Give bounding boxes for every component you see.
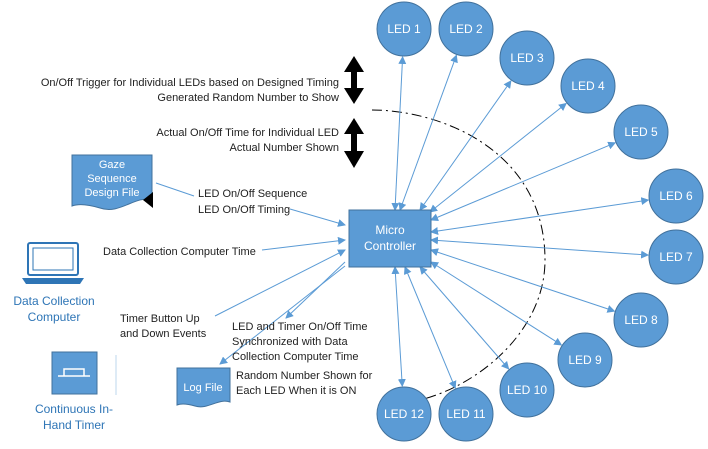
led-node: LED 10 [499, 362, 555, 418]
led-label: LED 5 [624, 125, 658, 139]
led-node: LED 5 [613, 104, 669, 160]
design-file-document: Gaze Sequence Design File [71, 154, 153, 210]
led-label: LED 8 [624, 313, 658, 327]
led-label: LED 1 [387, 22, 421, 36]
led-connector-arrow [419, 266, 510, 370]
led-circle [499, 30, 555, 86]
led-connector-arrow [419, 80, 512, 211]
computer-label-1: Data Collection [13, 294, 94, 308]
sequence-arrow [289, 208, 346, 227]
design-file-line2: Sequence [87, 173, 137, 185]
led-circle [438, 1, 494, 57]
led-connector-arrow [391, 55, 407, 211]
computer-icon [22, 242, 84, 284]
led-circle [557, 332, 613, 388]
led-connector-arrow [429, 102, 567, 213]
actual-label-2: Actual Number Shown [230, 142, 339, 154]
led-label: LED 6 [659, 189, 693, 203]
computer-time-label: Data Collection Computer Time [103, 246, 256, 258]
connector-arrows [155, 54, 650, 390]
led-node: LED 4 [560, 58, 616, 114]
sync-label-2: Synchronized with Data [232, 336, 348, 348]
led-label: LED 9 [568, 353, 602, 367]
led-circle [376, 1, 432, 57]
led-label: LED 3 [510, 51, 544, 65]
timer-events-arrow [214, 249, 346, 317]
led-node: LED 6 [648, 168, 704, 224]
led-connector-arrow [430, 248, 616, 313]
led-node: LED 12 [376, 386, 432, 442]
led-circle [560, 58, 616, 114]
micro-controller-box: Micro Controller [348, 209, 432, 268]
sequence-label-1: LED On/Off Sequence [198, 188, 307, 200]
timer-label-2: Hand Timer [43, 418, 105, 432]
design-file-line3: Design File [84, 187, 139, 199]
led-label: LED 4 [571, 79, 605, 93]
led-circle [648, 168, 704, 224]
led-node: LED 1 [376, 1, 432, 57]
random-label-2: Each LED When it is ON [236, 385, 356, 397]
led-node: LED 9 [557, 332, 613, 388]
led-connector-arrow [430, 261, 563, 346]
led-label: LED 12 [384, 407, 424, 421]
led-node: LED 3 [499, 30, 555, 86]
sync-label-1: LED and Timer On/Off Time [232, 321, 368, 333]
led-label: LED 10 [507, 383, 547, 397]
led-node: LED 2 [438, 1, 494, 57]
timer-events-label-2: and Down Events [120, 328, 207, 340]
led-circle [648, 229, 704, 285]
led-connector-arrow [430, 236, 650, 259]
led-circle [499, 362, 555, 418]
led-connector-arrow [398, 54, 458, 211]
led-node: LED 11 [438, 386, 494, 442]
led-connector-arrow [391, 266, 406, 388]
double-arrow-icon [344, 118, 364, 168]
led-nodes: LED 1 LED 2 LED 3 LED 4 LED 5 LED 6 LED 7 LED 8… [376, 1, 704, 442]
double-arrow-icon [344, 56, 364, 104]
sync-label-3: Collection Computer Time [232, 351, 359, 363]
led-connector-arrow [403, 266, 457, 390]
led-circle [613, 104, 669, 160]
computer-time-arrow [261, 236, 346, 251]
actual-label-1: Actual On/Off Time for Individual LED [156, 127, 339, 139]
led-connector-arrow [430, 197, 650, 235]
computer-label-2: Computer [28, 310, 81, 324]
log-file-arrow [219, 265, 346, 365]
timer-label-1: Continuous In- [35, 402, 113, 416]
random-label-1: Random Number Shown for [236, 370, 373, 382]
sequence-label-2: LED On/Off Timing [198, 204, 290, 216]
led-circle [613, 292, 669, 348]
controller-line1: Micro [375, 223, 405, 237]
led-node: LED 8 [613, 292, 669, 348]
led-label: LED 7 [659, 250, 693, 264]
controller-line2: Controller [364, 239, 416, 253]
log-file-label: Log File [183, 382, 222, 394]
trigger-label-1: On/Off Trigger for Individual LEDs based… [41, 77, 339, 89]
trigger-label-2: Generated Random Number to Show [157, 92, 339, 104]
led-label: LED 2 [449, 22, 483, 36]
led-label: LED 11 [446, 407, 485, 421]
sync-arrow [285, 261, 346, 319]
timer-icon [51, 351, 117, 395]
led-circle [376, 386, 432, 442]
log-file-document: Log File [176, 367, 231, 408]
led-node: LED 7 [648, 229, 704, 285]
led-circle [438, 386, 494, 442]
design-file-link [155, 182, 195, 197]
timer-events-label-1: Timer Button Up [120, 313, 200, 325]
design-file-line1: Gaze [99, 159, 125, 171]
